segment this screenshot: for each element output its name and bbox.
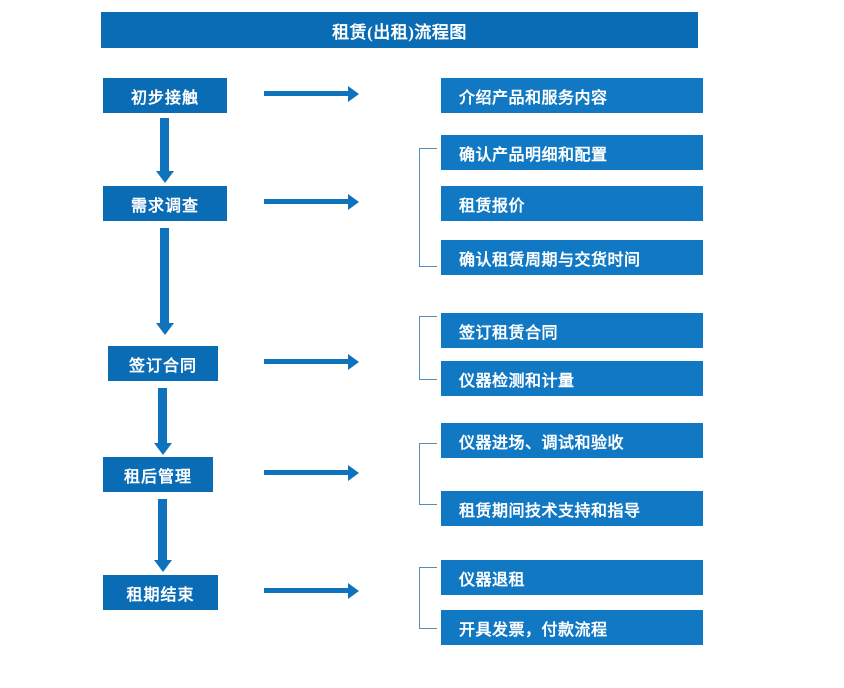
detail-box-3-1[interactable]: 签订租赁合同 xyxy=(441,313,703,348)
detail-box-4-2[interactable]: 租赁期间技术支持和指导 xyxy=(441,491,703,526)
group-bracket-icon-3 xyxy=(419,316,437,380)
detail-box-2-1[interactable]: 确认产品明细和配置 xyxy=(441,135,703,170)
group-bracket-icon-5 xyxy=(419,567,437,629)
down-arrow-icon-3 xyxy=(158,388,167,444)
group-bracket-icon-2 xyxy=(419,148,437,267)
detail-box-5-2[interactable]: 开具发票，付款流程 xyxy=(441,610,703,645)
stage-box-1[interactable]: 初步接触 xyxy=(103,78,227,113)
right-arrow-icon-3 xyxy=(264,359,350,364)
diagram-title: 租赁(出租)流程图 xyxy=(101,12,698,48)
right-arrow-icon-5 xyxy=(264,588,350,593)
right-arrow-icon-4 xyxy=(264,470,350,475)
detail-box-3-2[interactable]: 仪器检测和计量 xyxy=(441,361,703,396)
right-arrow-icon-2 xyxy=(264,199,350,204)
down-arrow-icon-2 xyxy=(160,228,169,324)
stage-box-3[interactable]: 签订合同 xyxy=(108,346,218,381)
detail-box-2-2[interactable]: 租赁报价 xyxy=(441,186,703,221)
stage-box-5[interactable]: 租期结束 xyxy=(103,575,218,610)
detail-box-4-1[interactable]: 仪器进场、调试和验收 xyxy=(441,423,703,458)
group-bracket-icon-4 xyxy=(419,443,437,505)
stage-box-4[interactable]: 租后管理 xyxy=(103,457,213,492)
detail-box-2-3[interactable]: 确认租赁周期与交货时间 xyxy=(441,240,703,275)
detail-box-1-1[interactable]: 介绍产品和服务内容 xyxy=(441,78,703,113)
right-arrow-icon-1 xyxy=(264,91,350,96)
detail-box-5-1[interactable]: 仪器退租 xyxy=(441,560,703,595)
stage-box-2[interactable]: 需求调查 xyxy=(103,186,227,221)
down-arrow-icon-1 xyxy=(160,118,169,172)
down-arrow-icon-4 xyxy=(158,499,167,561)
